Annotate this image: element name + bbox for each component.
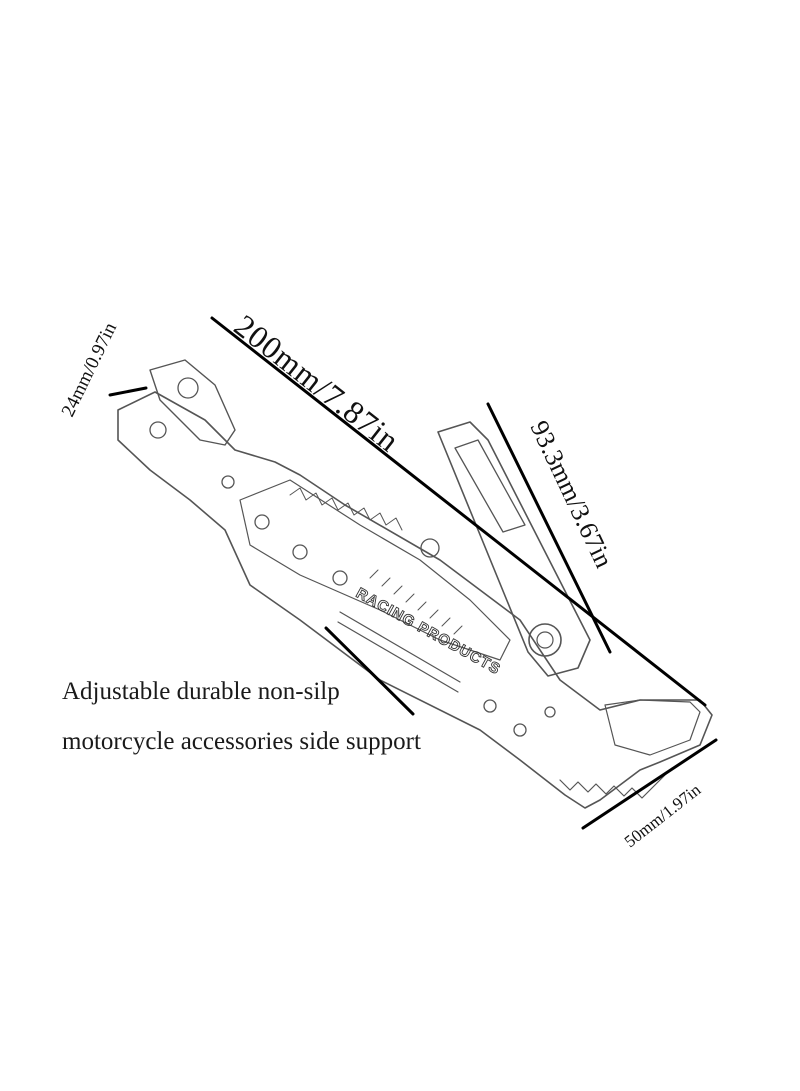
caption-line-1: Adjustable durable non-silp <box>62 678 340 705</box>
caption-line-2: motorcycle accessories side support <box>62 728 421 755</box>
width-foot-label: 50mm/1.97in <box>621 780 705 851</box>
dimension-lines <box>108 316 718 830</box>
bolts <box>149 377 556 737</box>
kickstand-illustration <box>117 359 713 809</box>
swing-arm <box>437 421 591 677</box>
width-top-dimension-line <box>108 386 148 397</box>
width-top-label: 24mm/0.97in <box>58 319 122 420</box>
spring <box>289 487 403 531</box>
serrated-foot <box>559 699 701 799</box>
engraving-text: RACING PRODUCTS <box>353 585 503 679</box>
length-label: 200mm/7.87in <box>228 307 407 459</box>
callout-line <box>324 626 415 716</box>
height-dimension-line <box>486 402 612 654</box>
length-dimension-line <box>210 316 707 707</box>
height-label: 93.3mm/3.67in <box>525 416 619 572</box>
main-body <box>117 359 713 809</box>
width-foot-dimension-line <box>581 738 718 830</box>
ribbed-grip <box>337 569 463 693</box>
